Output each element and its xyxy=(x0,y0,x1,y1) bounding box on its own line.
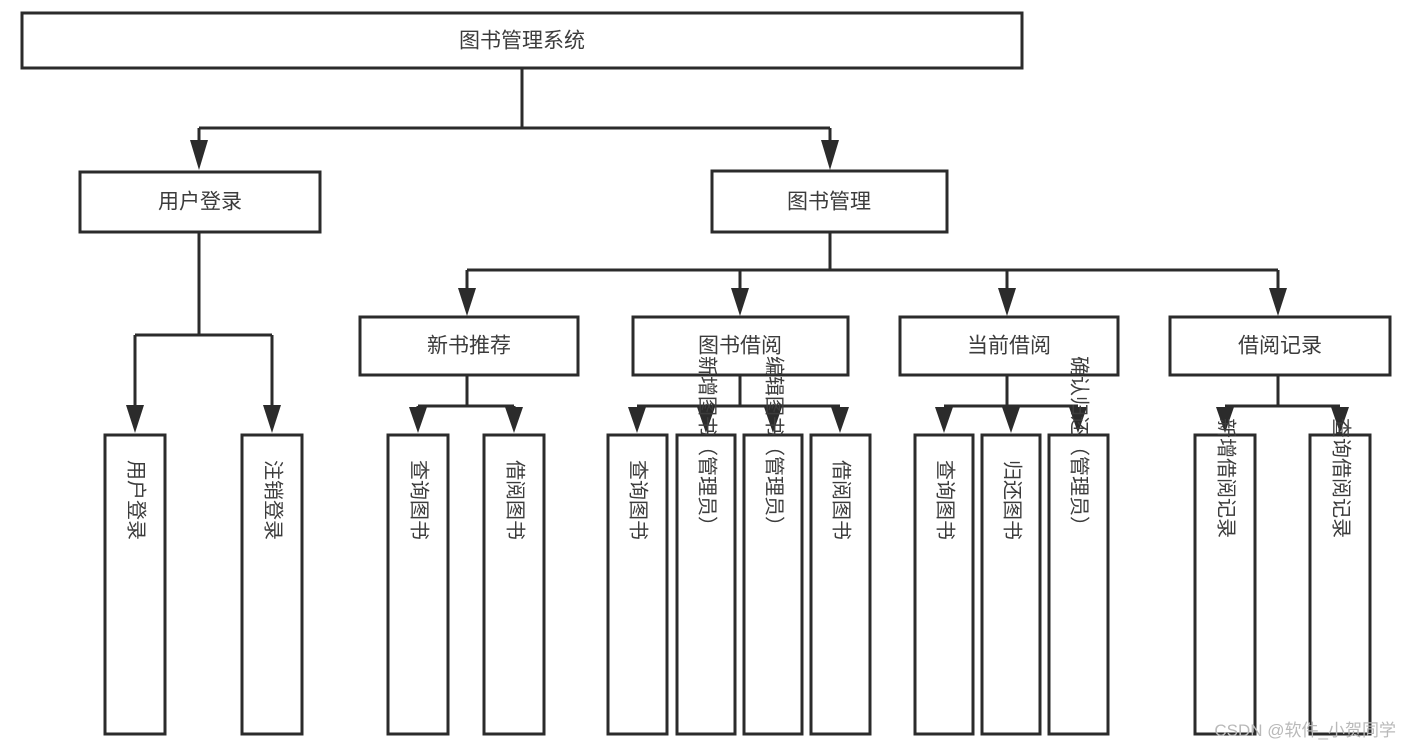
node-nbr-borrow-book-box[interactable] xyxy=(482,433,546,736)
node-cb-query-book-label: 查询图书 xyxy=(934,460,957,540)
node-bb-borrow-book-label: 借阅图书 xyxy=(830,460,853,540)
node-book-borrow[interactable]: 图书借阅 xyxy=(631,315,850,377)
arrowhead-borrow-records xyxy=(1269,288,1287,316)
arrowhead-user-logout xyxy=(263,405,281,433)
node-nbr-query-book[interactable]: 查询图书 xyxy=(386,433,450,736)
arrowhead-cb-query-book xyxy=(935,407,953,433)
arrowhead-bb-borrow-book xyxy=(831,407,849,433)
node-cb-confirm-return-box[interactable] xyxy=(1047,433,1110,736)
arrowhead-bb-edit-book xyxy=(764,407,782,433)
node-book-management-label: 图书管理 xyxy=(787,191,871,214)
node-borrow-records-label: 借阅记录 xyxy=(1238,335,1322,358)
node-bb-borrow-book[interactable]: 借阅图书 xyxy=(809,433,872,736)
node-root[interactable]: 图书管理系统 xyxy=(20,11,1024,70)
arrowhead-bb-add-book xyxy=(697,407,715,433)
node-user-login-do-box[interactable] xyxy=(103,433,167,736)
node-br-query-record[interactable]: 查询借阅记录 xyxy=(1308,418,1372,736)
node-bb-query-book-label: 查询图书 xyxy=(627,460,650,540)
node-br-add-record-box[interactable] xyxy=(1193,433,1257,736)
node-user-logout-label: 注销登录 xyxy=(262,460,285,540)
node-root-box[interactable] xyxy=(20,11,1024,70)
node-cb-query-book[interactable]: 查询图书 xyxy=(913,433,975,736)
arrowhead-cb-confirm-return xyxy=(1069,407,1087,433)
node-current-borrow-box[interactable] xyxy=(898,315,1120,377)
csdn-watermark: CSDN @软件_小贺同学 xyxy=(1214,721,1396,740)
arrowhead-new-book-recommend xyxy=(458,288,476,316)
node-bb-query-book[interactable]: 查询图书 xyxy=(606,433,669,736)
node-cb-query-book-box[interactable] xyxy=(913,433,975,736)
node-user-login[interactable]: 用户登录 xyxy=(78,170,322,234)
node-borrow-records-box[interactable] xyxy=(1168,315,1392,377)
node-bb-query-book-box[interactable] xyxy=(606,433,669,736)
arrowhead-book-management xyxy=(821,140,839,170)
node-bb-edit-book-label: 编辑图书（管理员） xyxy=(763,356,786,536)
node-nbr-query-book-label: 查询图书 xyxy=(408,460,431,540)
node-br-query-record-box[interactable] xyxy=(1308,433,1372,736)
node-cb-return-book-label: 归还图书 xyxy=(1001,460,1024,540)
connector-layer xyxy=(126,68,1349,433)
node-user-logout[interactable]: 注销登录 xyxy=(240,433,304,736)
node-book-borrow-label: 图书借阅 xyxy=(698,335,782,358)
node-book-borrow-box[interactable] xyxy=(631,315,850,377)
arrowhead-user-login-do xyxy=(126,405,144,433)
node-cb-return-book-box[interactable] xyxy=(980,433,1042,736)
arrowhead-bb-query-book xyxy=(628,407,646,433)
node-bb-add-book-box[interactable] xyxy=(675,433,737,736)
node-borrow-records[interactable]: 借阅记录 xyxy=(1168,315,1392,377)
node-user-login-do-label: 用户登录 xyxy=(125,460,148,540)
arrowhead-current-borrow xyxy=(998,288,1016,316)
arrowhead-br-add-record xyxy=(1216,407,1234,433)
node-current-borrow-label: 当前借阅 xyxy=(967,335,1051,358)
node-br-add-record[interactable]: 新增借阅记录 xyxy=(1193,418,1257,736)
node-book-management-box[interactable] xyxy=(710,169,949,234)
node-new-book-recommend-label: 新书推荐 xyxy=(427,335,511,358)
node-root-label: 图书管理系统 xyxy=(459,30,585,53)
node-br-add-record-label: 新增借阅记录 xyxy=(1215,418,1238,538)
arrowhead-br-query-record xyxy=(1331,407,1349,433)
node-book-management[interactable]: 图书管理 xyxy=(710,169,949,234)
node-new-book-recommend-box[interactable] xyxy=(358,315,580,377)
node-cb-confirm-return[interactable]: 确认归还（管理员） xyxy=(1047,356,1110,736)
node-cb-return-book[interactable]: 归还图书 xyxy=(980,433,1042,736)
node-cb-confirm-return-label: 确认归还（管理员） xyxy=(1068,356,1091,536)
arrowhead-book-borrow xyxy=(731,288,749,316)
node-bb-edit-book-box[interactable] xyxy=(742,433,804,736)
node-new-book-recommend[interactable]: 新书推荐 xyxy=(358,315,580,377)
node-nbr-borrow-book-label: 借阅图书 xyxy=(504,460,527,540)
node-br-query-record-label: 查询借阅记录 xyxy=(1330,418,1353,538)
arrowhead-cb-return-book xyxy=(1002,407,1020,433)
node-bb-edit-book[interactable]: 编辑图书（管理员） xyxy=(742,356,804,736)
node-nbr-borrow-book[interactable]: 借阅图书 xyxy=(482,433,546,736)
node-bb-add-book[interactable]: 新增图书（管理员） xyxy=(675,356,737,736)
node-current-borrow[interactable]: 当前借阅 xyxy=(898,315,1120,377)
arrowhead-user-login xyxy=(190,140,208,170)
node-bb-borrow-book-box[interactable] xyxy=(809,433,872,736)
node-user-login-do[interactable]: 用户登录 xyxy=(103,433,167,736)
node-bb-add-book-label: 新增图书（管理员） xyxy=(696,356,719,536)
node-user-logout-box[interactable] xyxy=(240,433,304,736)
node-user-login-box[interactable] xyxy=(78,170,322,234)
node-nbr-query-book-box[interactable] xyxy=(386,433,450,736)
arrowhead-nbr-query-book xyxy=(409,407,427,433)
node-user-login-label: 用户登录 xyxy=(158,191,242,214)
arrowhead-nbr-borrow-book xyxy=(505,407,523,433)
